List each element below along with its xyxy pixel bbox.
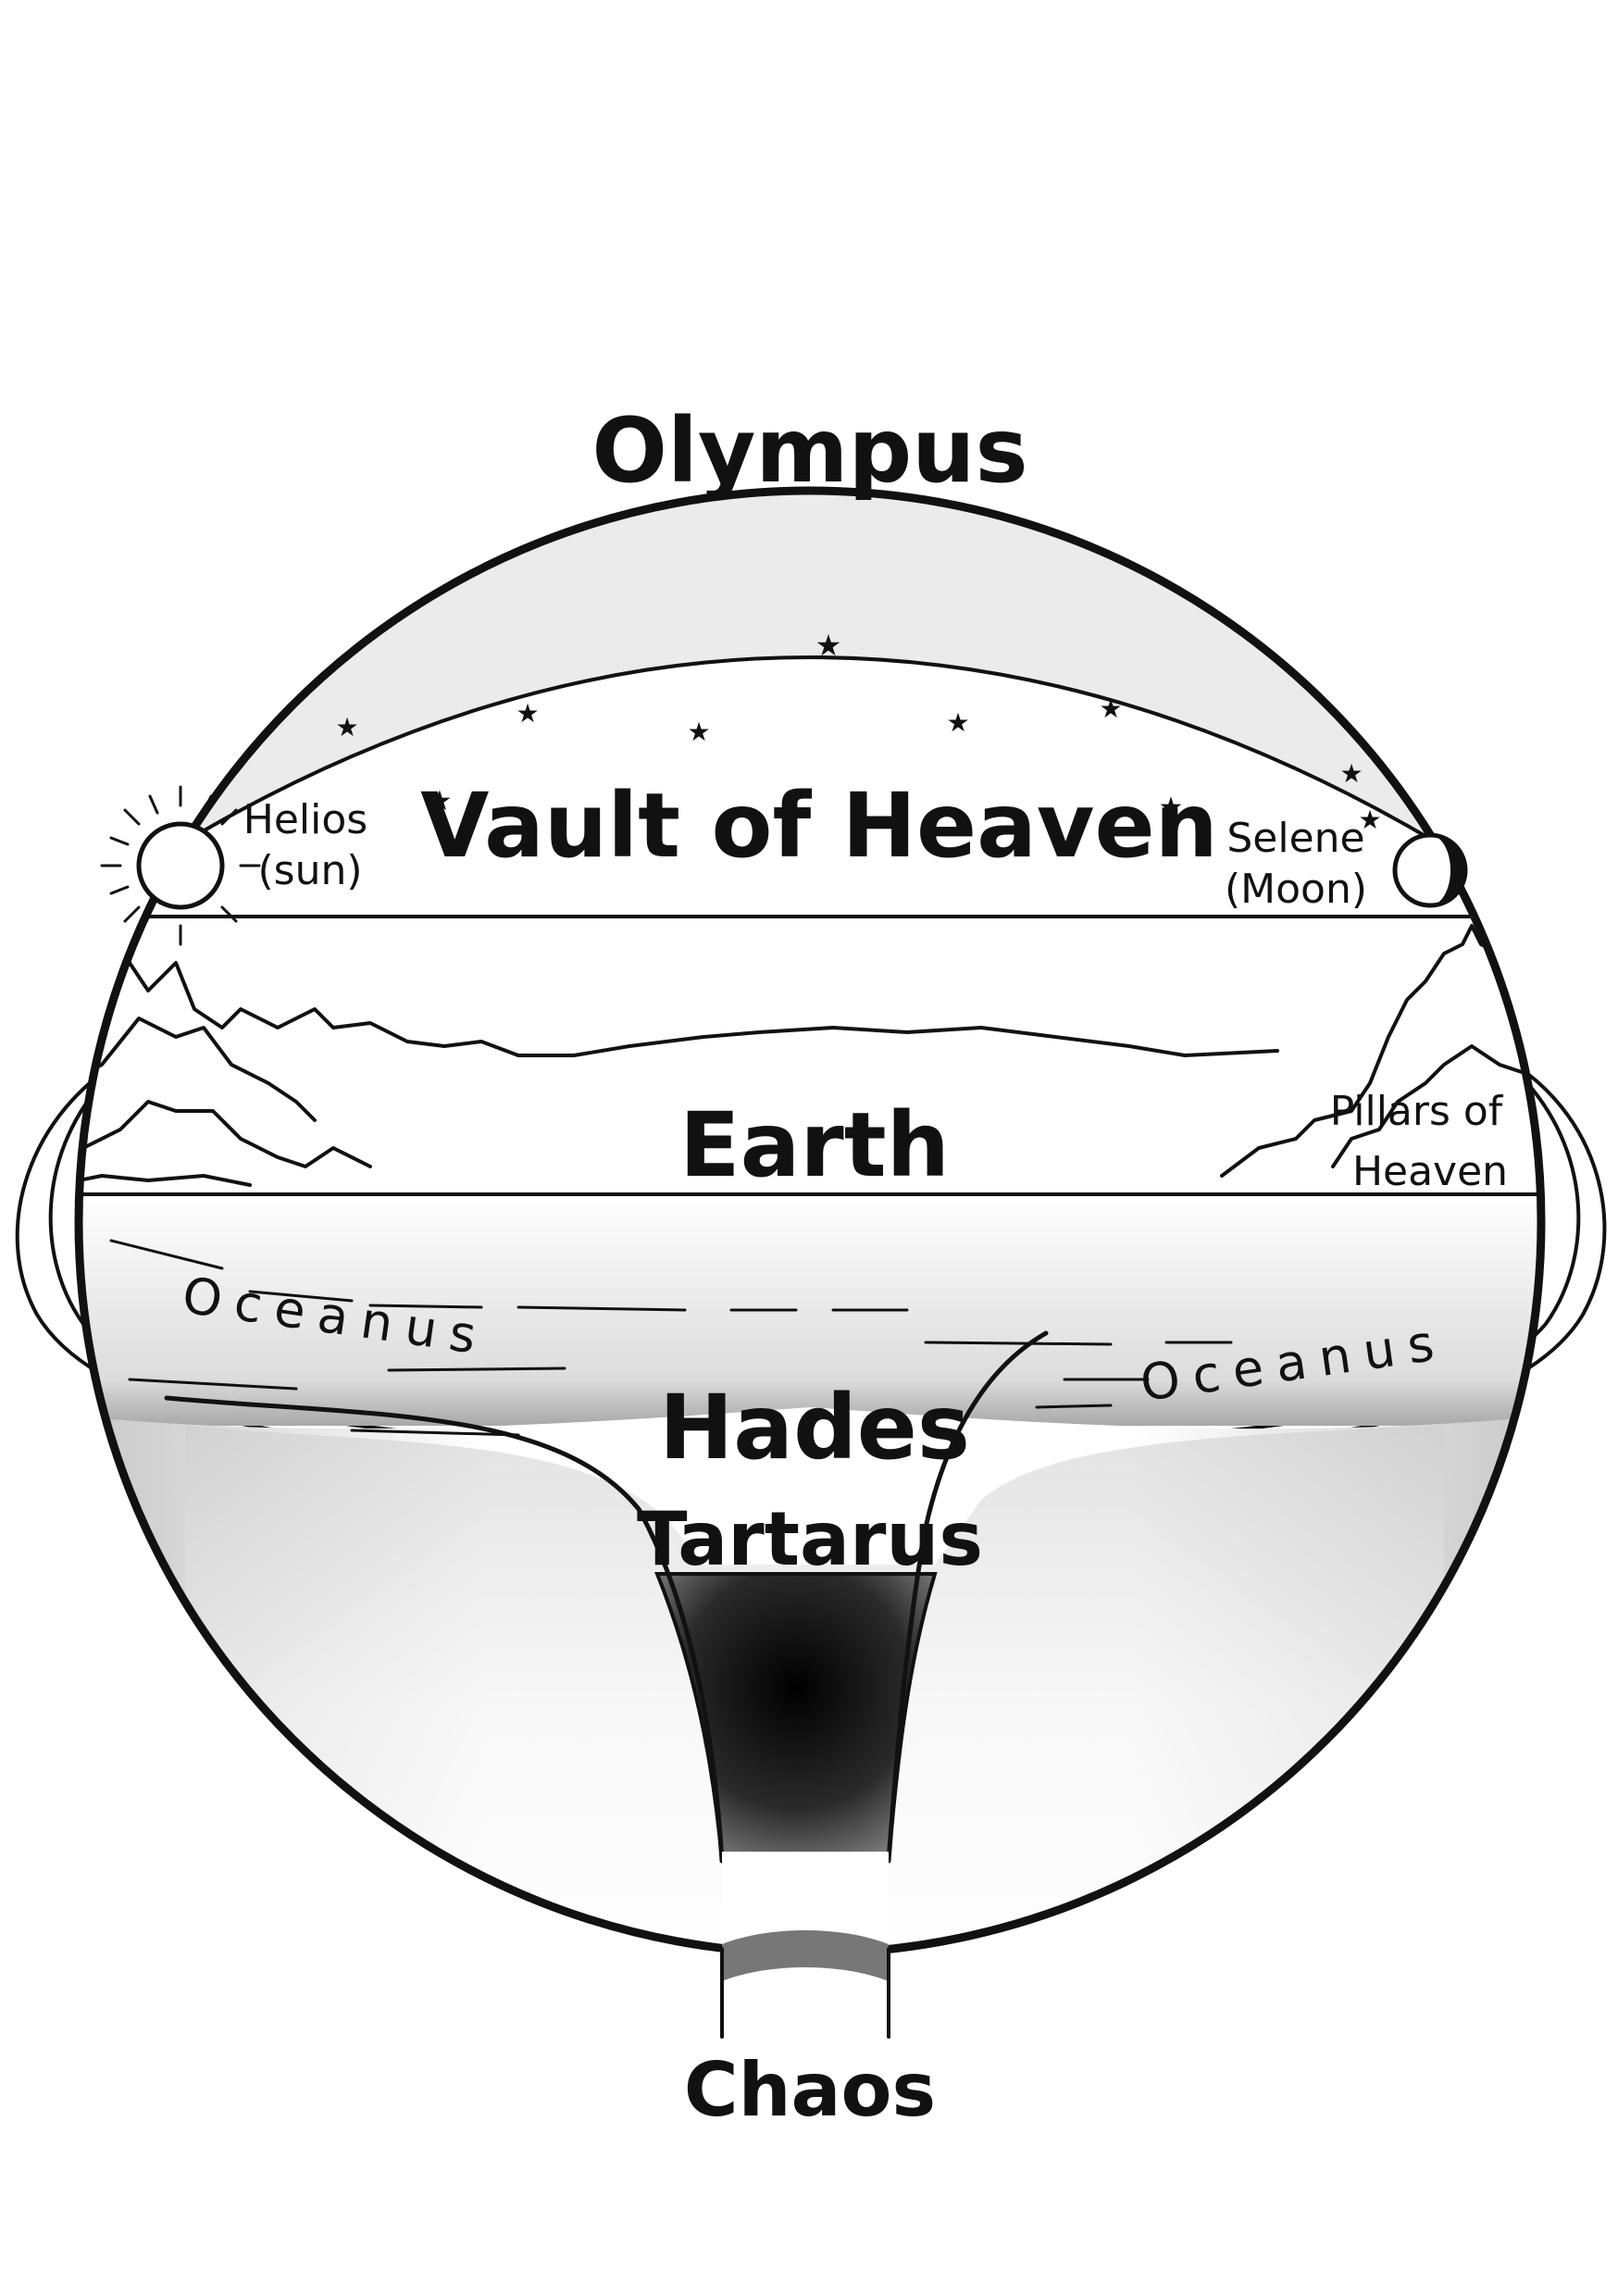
moon-icon xyxy=(1392,832,1468,908)
label-olympus: Olympus xyxy=(591,399,1027,503)
svg-text:★: ★ xyxy=(687,717,710,747)
label-selene-sub: (Moon) xyxy=(1225,866,1367,913)
label-vault-of-heaven: Vault of Heaven xyxy=(420,774,1218,878)
label-pillars-line2: Heaven xyxy=(1352,1148,1508,1195)
vault-dome xyxy=(79,655,1541,928)
svg-text:★: ★ xyxy=(516,698,539,729)
label-pillars-line1: Pillars of xyxy=(1330,1088,1504,1135)
svg-text:★: ★ xyxy=(335,712,358,742)
svg-text:★: ★ xyxy=(946,707,969,738)
sun-icon xyxy=(100,785,261,946)
svg-text:★: ★ xyxy=(1159,792,1184,824)
sea-waves xyxy=(109,1239,1233,1437)
svg-text:★: ★ xyxy=(1099,693,1122,724)
sea-band xyxy=(79,1194,1541,1426)
star-icon: ★ ★ ★ ★ ★ ★ ★ ★ ★ ★ xyxy=(335,628,1381,835)
mountains-left xyxy=(79,961,1279,1187)
svg-text:★: ★ xyxy=(815,628,842,663)
band-lines xyxy=(79,915,1541,1196)
svg-text:★: ★ xyxy=(428,785,453,817)
chaos-shaft xyxy=(720,1852,890,2039)
svg-text:★: ★ xyxy=(1339,758,1363,789)
label-chaos: Chaos xyxy=(684,2047,936,2133)
label-helios-sub: (sun) xyxy=(257,847,362,894)
svg-text:★: ★ xyxy=(1358,805,1381,835)
label-selene: Selene xyxy=(1226,815,1364,862)
label-hades: Hades xyxy=(659,1376,970,1479)
label-helios: Helios xyxy=(243,796,367,843)
label-earth: Earth xyxy=(679,1093,950,1197)
label-tartarus: Tartarus xyxy=(637,1496,983,1582)
